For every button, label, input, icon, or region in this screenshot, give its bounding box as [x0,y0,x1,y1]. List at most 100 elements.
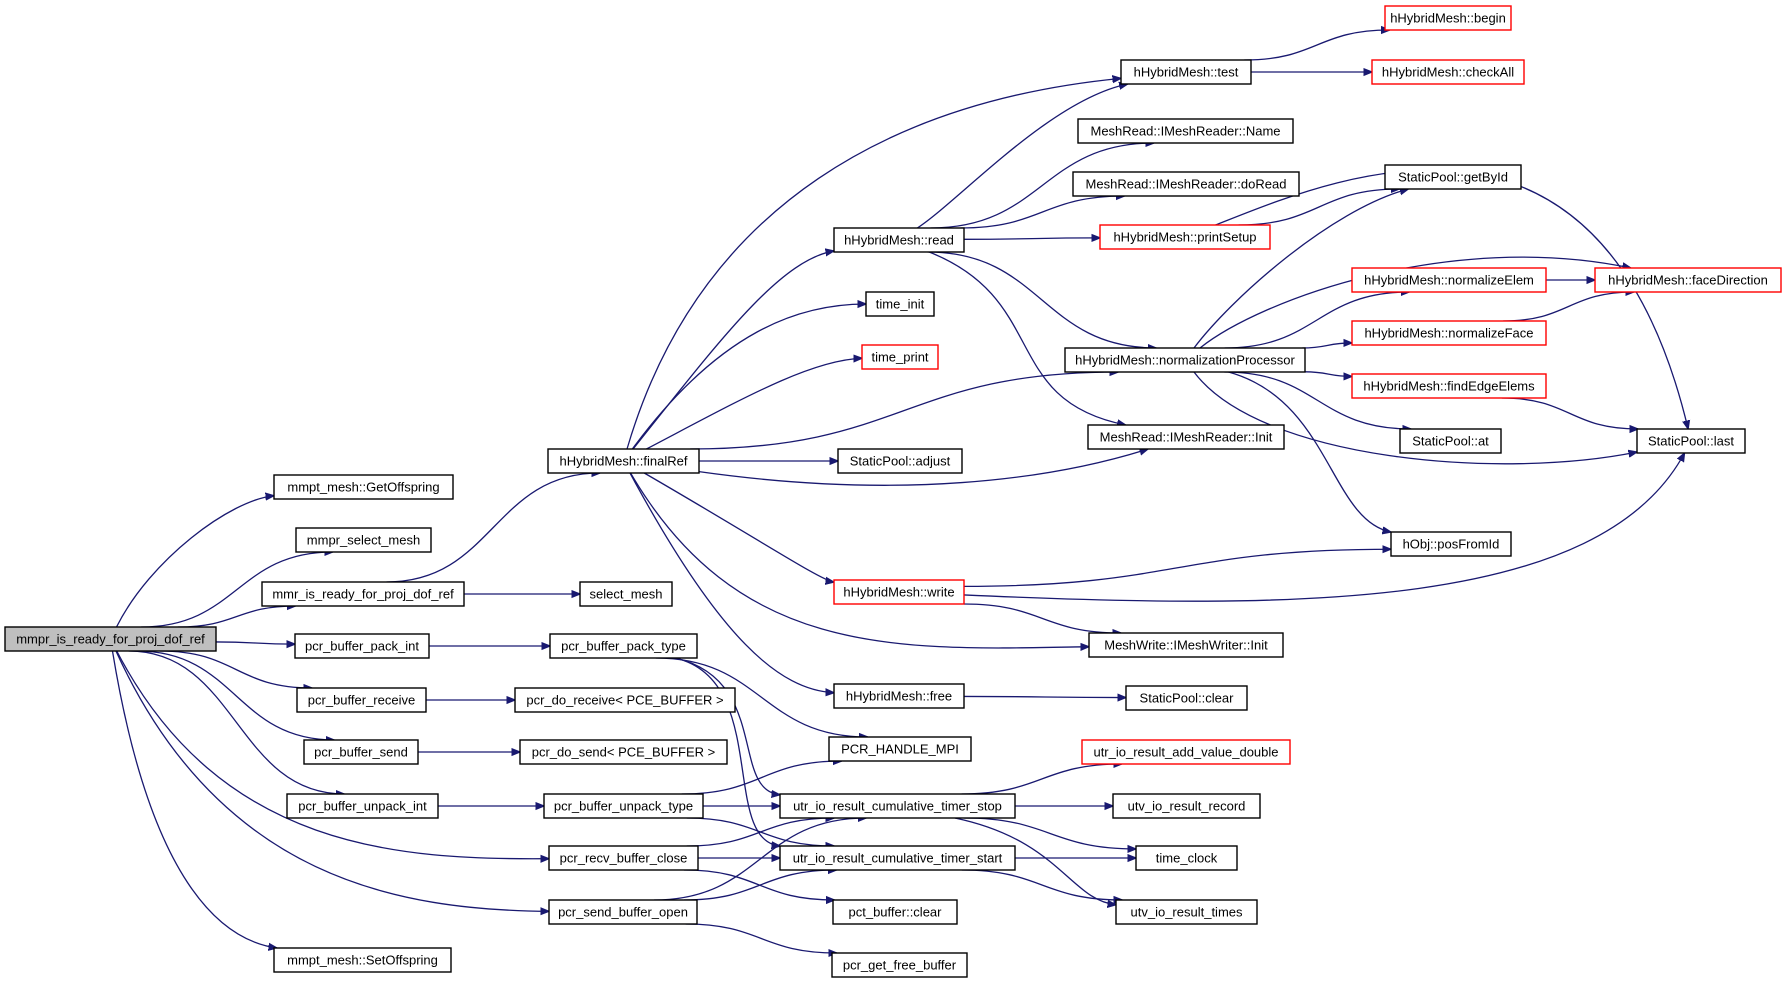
node-box-finalref [547,448,700,474]
node-label-sendopen: pcr_send_buffer_open [558,905,688,920]
node-box-root [4,626,217,652]
edge-unpacktype-to-handlempi [681,761,842,795]
node-label-bufclear: pct_buffer::clear [849,905,943,920]
edge-root-to-send [137,650,334,740]
node-recvclose[interactable]: pcr_recv_buffer_close [548,845,699,871]
edge-read-to-printsetup [963,238,1100,239]
node-packtype[interactable]: pcr_buffer_pack_type [549,633,698,659]
node-box-dosend [519,739,728,765]
node-writerinit[interactable]: MeshWrite::IMeshWriter::Init [1088,632,1284,658]
node-box-facedir [1594,267,1782,293]
node-readerinit[interactable]: MeshRead::IMeshReader::Init [1087,424,1285,450]
node-timeprint[interactable]: time_print [861,344,939,370]
node-box-writerinit [1088,632,1284,658]
node-label-begin: hHybridMesh::begin [1390,11,1506,26]
node-label-findedge: hHybridMesh::findEdgeElems [1363,379,1535,394]
node-doread[interactable]: MeshRead::IMeshReader::doRead [1072,171,1300,197]
node-bufclear[interactable]: pct_buffer::clear [832,899,958,925]
node-root[interactable]: mmpr_is_ready_for_proj_dof_ref [4,626,217,652]
node-checkall[interactable]: hHybridMesh::checkAll [1371,59,1525,85]
node-handlempi[interactable]: PCR_HANDLE_MPI [828,736,972,762]
edge-root-to-getoff [115,496,275,628]
node-label-facedir: hHybridMesh::faceDirection [1608,273,1768,288]
node-label-finalref: hHybridMesh::finalRef [560,454,688,469]
node-finalref[interactable]: hHybridMesh::finalRef [547,448,700,474]
edge-finalref-to-timeprint [646,358,862,450]
node-box-begin [1384,5,1512,31]
edge-recvclose-to-timerstop [686,818,835,847]
node-recv[interactable]: pcr_buffer_receive [296,687,427,713]
node-getbyid[interactable]: StaticPool::getById [1384,164,1522,190]
node-timerstop[interactable]: utr_io_result_cumulative_timer_stop [779,793,1016,819]
node-box-readerinit [1087,424,1285,450]
edge-root-to-recv [159,650,312,688]
node-posfromid[interactable]: hObj::posFromId [1390,531,1512,557]
node-mmrready[interactable]: mmr_is_ready_for_proj_dof_ref [261,581,465,607]
node-freebuf[interactable]: pcr_get_free_buffer [831,952,968,978]
edge-normproc-to-findedge [1304,371,1352,377]
node-facedir[interactable]: hHybridMesh::faceDirection [1594,267,1782,293]
node-label-setoff: mmpt_mesh::SetOffspring [287,953,438,968]
node-box-adjust [837,448,963,474]
node-label-posfromid: hObj::posFromId [1403,537,1500,552]
edge-findedge-to-poollast [1501,397,1638,429]
node-box-timerstop [779,793,1016,819]
node-dosend[interactable]: pcr_do_send< PCE_BUFFER > [519,739,728,765]
node-packint[interactable]: pcr_buffer_pack_int [294,633,430,659]
node-poolclear[interactable]: StaticPool::clear [1125,685,1248,711]
node-label-readerinit: MeshRead::IMeshReader::Init [1100,430,1273,445]
node-box-normface [1351,320,1547,346]
edge-finalref-to-writerinit [629,472,1089,648]
node-printsetup[interactable]: hHybridMesh::printSetup [1099,224,1271,250]
edge-mmrready-to-finalref [386,473,600,583]
node-label-selmeshA: mmpr_select_mesh [307,533,420,548]
node-adjust[interactable]: StaticPool::adjust [837,448,963,474]
node-box-doreceive [514,687,736,713]
edge-root-to-selmeshA [141,552,333,628]
node-box-getbyid [1384,164,1522,190]
edge-root-to-mmrready [177,606,296,628]
node-unpackint[interactable]: pcr_buffer_unpack_int [286,793,439,819]
node-write[interactable]: hHybridMesh::write [833,579,965,605]
node-label-recvclose: pcr_recv_buffer_close [560,851,688,866]
node-times[interactable]: utv_io_result_times [1115,899,1258,925]
node-getoff[interactable]: mmpt_mesh::GetOffspring [273,474,454,500]
node-send[interactable]: pcr_buffer_send [303,739,419,765]
node-poolat[interactable]: StaticPool::at [1399,428,1502,454]
node-normface[interactable]: hHybridMesh::normalizeFace [1351,320,1547,346]
node-box-send [303,739,419,765]
node-adddouble[interactable]: utr_io_result_add_value_double [1081,739,1291,765]
node-unpacktype[interactable]: pcr_buffer_unpack_type [543,793,704,819]
node-box-unpacktype [543,793,704,819]
node-setoff[interactable]: mmpt_mesh::SetOffspring [273,947,452,973]
node-read[interactable]: hHybridMesh::read [833,227,965,253]
node-findedge[interactable]: hHybridMesh::findEdgeElems [1351,373,1547,399]
node-doreceive[interactable]: pcr_do_receive< PCE_BUFFER > [514,687,736,713]
node-timerstart[interactable]: utr_io_result_cumulative_timer_start [779,845,1016,871]
node-free[interactable]: hHybridMesh::free [833,683,965,709]
node-begin[interactable]: hHybridMesh::begin [1384,5,1512,31]
edge-test-to-begin [1244,30,1390,61]
edge-normface-to-facedir [1503,292,1634,322]
edge-normproc-to-normface [1302,343,1352,349]
node-sendopen[interactable]: pcr_send_buffer_open [548,899,698,925]
node-record[interactable]: utv_io_result_record [1112,793,1261,819]
node-test[interactable]: hHybridMesh::test [1120,59,1252,85]
node-box-normelem [1351,267,1547,293]
edge-normproc-to-poolat [1224,371,1411,429]
node-box-getoff [273,474,454,500]
node-name[interactable]: MeshRead::IMeshReader::Name [1077,118,1294,144]
node-label-times: utv_io_result_times [1131,905,1243,920]
node-selmeshA[interactable]: mmpr_select_mesh [295,527,432,553]
node-poollast[interactable]: StaticPool::last [1636,428,1746,454]
node-normelem[interactable]: hHybridMesh::normalizeElem [1351,267,1547,293]
node-selmesh[interactable]: select_mesh [579,581,673,607]
node-normproc[interactable]: hHybridMesh::normalizationProcessor [1064,347,1306,373]
node-box-selmesh [579,581,673,607]
node-timeclock[interactable]: time_clock [1135,845,1238,871]
nodes-layer: mmpr_is_ready_for_proj_dof_ref mmpt_mesh:… [4,5,1782,978]
node-box-timeclock [1135,845,1238,871]
node-box-write [833,579,965,605]
node-timeinit[interactable]: time_init [865,291,935,317]
